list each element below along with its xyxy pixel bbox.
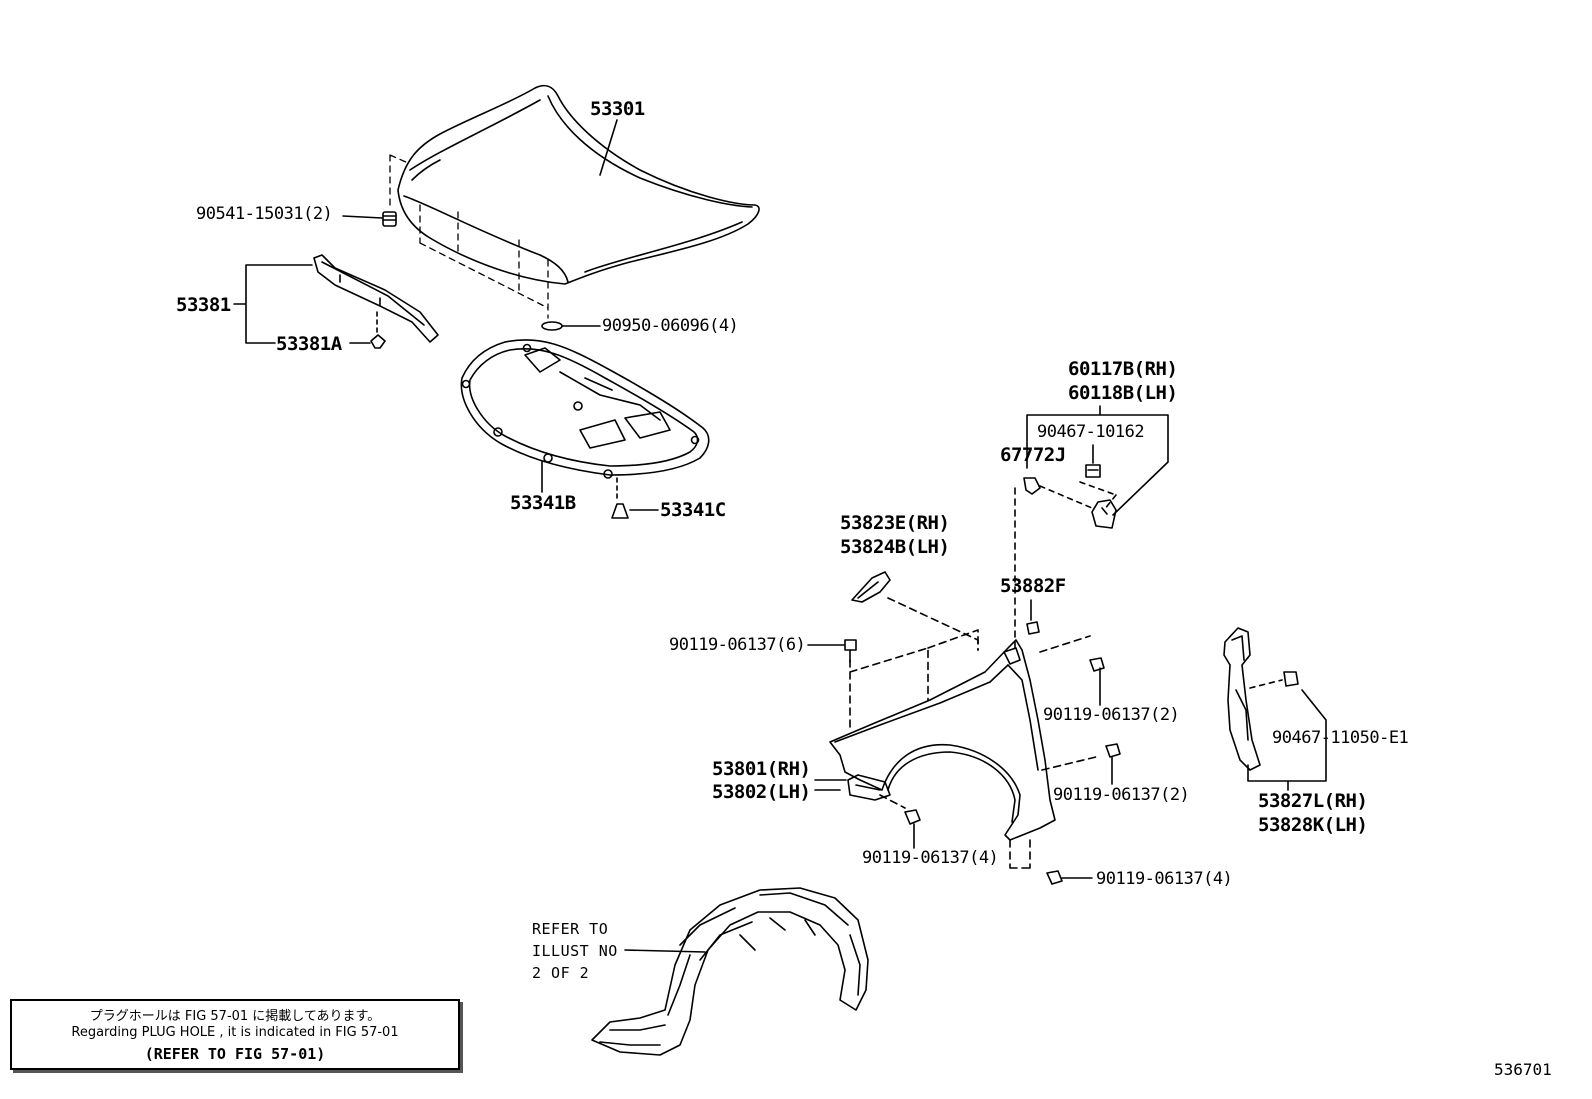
label-plug: 90950-06096(4)	[602, 316, 739, 336]
refer-leader	[624, 949, 706, 953]
fender-bracket-part	[1091, 499, 1117, 529]
side-seal-part	[1223, 627, 1261, 771]
label-clip-e1: 90467-11050-E1	[1272, 728, 1409, 748]
side-clip-part	[1283, 671, 1299, 687]
label-bracket-lh: 60118B(LH)	[1068, 382, 1178, 404]
bolt-2b-part	[1105, 743, 1121, 785]
fender-seal-dash	[887, 597, 979, 651]
side-seal-bracket	[1247, 689, 1327, 791]
label-bolt-4a: 90119-06137(4)	[862, 848, 999, 868]
insulator-clip-part	[611, 503, 659, 519]
bolt-2a-part	[1089, 657, 1105, 706]
clip-67772-part	[1023, 477, 1041, 495]
label-bolt-2b: 90119-06137(2)	[1053, 785, 1190, 805]
bolt-6-part	[807, 639, 857, 663]
seal-clip-part	[349, 334, 386, 349]
label-clip-67772: 67772J	[1000, 444, 1066, 466]
label-fender-seal-lh: 53824B(LH)	[840, 536, 950, 558]
seal-bracket-lines	[233, 264, 313, 344]
fender-dash-lines	[849, 629, 1101, 869]
label-insulator-clip: 53341C	[660, 499, 726, 521]
hood-dash-lines	[389, 154, 549, 319]
fender-liner-bracket	[847, 774, 891, 801]
label-fender-lh: 53802(LH)	[712, 781, 811, 803]
fender-seal-part	[851, 571, 891, 603]
note-japanese: プラグホールは FIG 57-01 に掲載してあります。	[89, 1009, 381, 1024]
bracket-bolt-part	[1085, 464, 1101, 478]
label-bolt-2a: 90119-06137(2)	[1043, 705, 1180, 725]
label-seal-clip: 53381A	[276, 333, 342, 355]
note-english: Regarding PLUG HOLE , it is indicated in…	[71, 1025, 399, 1040]
hood-panel	[397, 84, 760, 285]
label-insulator: 53341B	[510, 492, 576, 514]
plug-hole-note-box: プラグホールは FIG 57-01 に掲載してあります。 Regarding P…	[10, 999, 460, 1070]
image-id: 536701	[1494, 1060, 1552, 1079]
fender-leader	[814, 779, 847, 791]
hood-cushion-part	[342, 211, 397, 227]
side-clip-dash	[1249, 679, 1283, 689]
label-refer-3: 2 OF 2	[532, 964, 590, 982]
hood-leader	[599, 119, 618, 176]
fender-panel	[829, 639, 1056, 841]
label-bracket-bolt: 90467-10162	[1037, 422, 1145, 442]
label-fender-rh: 53801(RH)	[712, 758, 811, 780]
hood-insulator-part	[460, 339, 710, 479]
plug-part	[541, 321, 601, 331]
nut-53882-part	[1026, 621, 1040, 635]
label-refer-2: ILLUST NO	[532, 942, 618, 960]
fender-liner-part	[591, 887, 869, 1056]
label-side-seal-lh: 53828K(LH)	[1258, 814, 1368, 836]
label-fender-seal-rh: 53823E(RH)	[840, 512, 950, 534]
bracket-lines	[1026, 405, 1169, 516]
label-bolt-4b: 90119-06137(4)	[1096, 869, 1233, 889]
hood-seal-part	[313, 254, 439, 343]
label-seal: 53381	[176, 294, 231, 316]
label-hood: 53301	[590, 98, 645, 120]
bracket-dash-lines	[1039, 481, 1117, 511]
label-bracket-rh: 60117B(RH)	[1068, 358, 1178, 380]
label-hood-cushion: 90541-15031(2)	[196, 204, 333, 224]
bolt-4a-part	[904, 809, 921, 849]
label-side-seal-rh: 53827L(RH)	[1258, 790, 1368, 812]
label-refer-1: REFER TO	[532, 920, 609, 938]
label-bolt-6: 90119-06137(6)	[669, 635, 806, 655]
note-refer: (REFER TO FIG 57-01)	[144, 1045, 326, 1063]
label-nut-53882: 53882F	[1000, 575, 1066, 597]
bolt-4b-part	[1046, 870, 1093, 885]
